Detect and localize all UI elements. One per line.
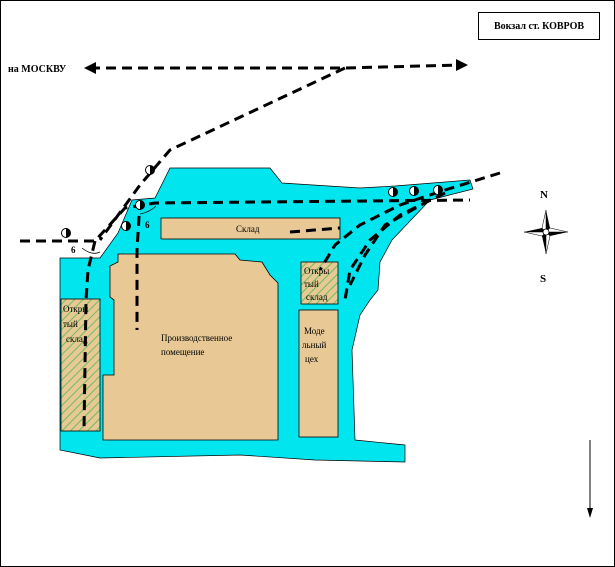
direction-label: на МОСКВУ (8, 64, 67, 75)
compass-south-label: S (540, 273, 546, 285)
signal-icon (61, 165, 443, 238)
station-title-box: Вокзал ст. КОВРОВ (478, 12, 600, 40)
side-arrowhead (587, 508, 593, 518)
open-warehouse-left-label-2: тый (63, 319, 78, 329)
production-label-1: Производственное (161, 333, 232, 343)
arrowhead-west (84, 62, 96, 74)
angle-arc-right (139, 205, 157, 215)
station-title: Вокзал ст. КОВРОВ (493, 20, 585, 32)
railway-tracks (20, 63, 501, 431)
model-shop-building (298, 309, 339, 438)
open-warehouse-right-label-3: склад (306, 292, 328, 302)
marker-6-left: 6 (71, 245, 76, 255)
open-warehouse-left-label-1: Откры (63, 304, 88, 314)
compass-rose-icon (523, 209, 569, 255)
railway-main-to-moscow (90, 63, 461, 70)
railway-east-lower (348, 198, 431, 286)
railway-west-spur (20, 198, 471, 243)
production-building (102, 253, 279, 441)
compass-north-label: N (540, 189, 548, 201)
open-warehouse-right-label-2: тый (304, 279, 319, 289)
model-shop-label-2: льный (302, 340, 326, 350)
railway-inner-siding (135, 199, 142, 330)
model-shop-label-3: цех (305, 354, 319, 364)
marker-6-right: 6 (145, 220, 150, 230)
angle-arc-left (81, 247, 101, 254)
open-warehouse-left-label-3: склад (66, 334, 88, 344)
warehouse-label: Склад (236, 224, 260, 234)
railway-warehouse-spur (289, 226, 341, 234)
arrowhead-east (456, 59, 468, 71)
open-warehouse-right-label-1: Откры (304, 266, 329, 276)
model-shop-label-1: Моде (304, 326, 325, 336)
open-warehouse-left (60, 298, 101, 432)
production-label-2: помещение (161, 347, 204, 357)
